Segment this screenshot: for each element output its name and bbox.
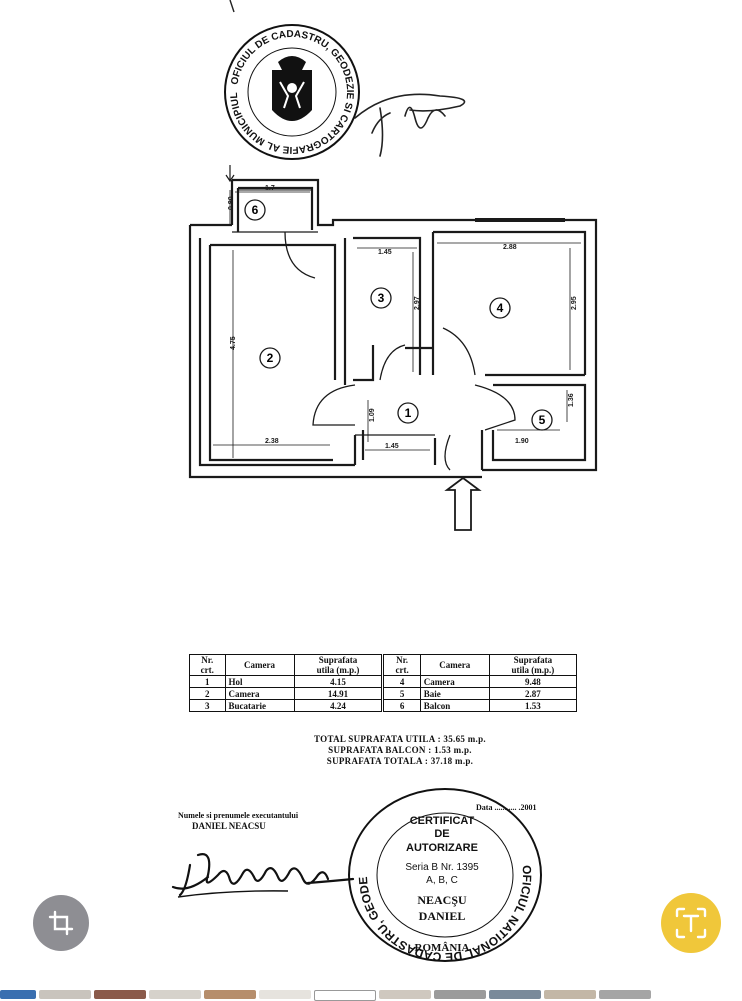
table-row: 2 Camera 14.91 5 Baie 2.87 <box>189 687 578 700</box>
thumbnail[interactable] <box>599 990 651 999</box>
dim-room3-width: 1.45 <box>378 249 392 256</box>
dim-room2-width: 2.38 <box>265 438 279 445</box>
cert-de: DE <box>434 828 450 840</box>
room-label-4: 4 <box>497 301 504 315</box>
dim-balcony-depth: 0.90 <box>228 196 235 210</box>
cert-series: Seria B Nr. 1395 <box>405 862 479 873</box>
executant-label: Numele si prenumele executantului <box>178 811 299 820</box>
crop-icon <box>48 910 74 936</box>
crop-button[interactable] <box>33 895 89 951</box>
cert-country: ROMÂNIA <box>414 942 470 954</box>
executant-name: DANIEL NEACSU <box>192 821 266 831</box>
thumbnail[interactable] <box>149 990 201 999</box>
thumbnail[interactable] <box>94 990 146 999</box>
room-label-3: 3 <box>378 291 385 305</box>
authorization-seal: OFICIUL NATIONAL DE CADASTRU, GEODEZIE S… <box>345 783 542 963</box>
thumbnail[interactable] <box>434 990 486 999</box>
dim-balcony-width: 1.7 <box>265 185 275 192</box>
balcony-area: SUPRAFATA BALCON : 1.53 m.p. <box>328 745 472 755</box>
header-nr: Nr.crt. <box>189 654 226 676</box>
signature-bottom <box>171 853 355 898</box>
dim-room2-height: 4.75 <box>230 336 237 350</box>
thumbnail[interactable] <box>204 990 256 999</box>
date-field: Data ........... .2001 <box>476 803 537 812</box>
cert-classes: A, B, C <box>426 875 458 886</box>
header-camera: Camera <box>224 654 295 676</box>
table-row: 3 Bucatarie 4.24 6 Balcon 1.53 <box>189 699 578 712</box>
dim-room4-width: 2.88 <box>503 244 517 251</box>
pen-mark-top <box>229 0 235 13</box>
text-scan-icon <box>675 907 707 939</box>
signature-top <box>354 93 466 157</box>
total-area: SUPRAFATA TOTALA : 37.18 m.p. <box>326 756 474 766</box>
dim-hall-width: 1.45 <box>385 443 399 450</box>
header-nr-2: Nr.crt. <box>381 654 421 676</box>
table-row: 1 Hol 4.15 4 Camera 9.48 <box>189 675 578 688</box>
cert-surname: NEACŞU <box>417 893 467 907</box>
thumbnail[interactable] <box>39 990 91 999</box>
live-text-button[interactable] <box>661 893 721 953</box>
dim-room3-height: 2.97 <box>414 296 421 310</box>
room-label-5: 5 <box>539 413 546 427</box>
thumbnail[interactable] <box>544 990 596 999</box>
cadastre-seal-top: OFICIUL DE CADASTRU, GEODEZIE SI CARTOGR… <box>222 22 360 160</box>
dim-room5-width: 1.90 <box>515 438 529 445</box>
thumbnail[interactable] <box>0 990 36 999</box>
thumbnail[interactable] <box>489 990 541 999</box>
thumbnail-selected[interactable] <box>314 990 376 1001</box>
cert-autorizare: AUTORIZARE <box>406 842 478 854</box>
header-camera-2: Camera <box>419 654 490 676</box>
total-useful-area: TOTAL SUPRAFATA UTILA : 35.65 m.p. <box>314 734 486 744</box>
cert-title: CERTIFICAT <box>409 815 475 827</box>
dim-room5-height: 1.36 <box>568 393 575 407</box>
cert-firstname: DANIEL <box>418 909 466 923</box>
dim-room4-height: 2.95 <box>571 296 578 310</box>
floor-plan: 6 2 3 4 1 5 1.7 0.90 4.75 2.38 1.45 2.97… <box>188 165 598 531</box>
thumbnail[interactable] <box>259 990 311 999</box>
thumbnail[interactable] <box>379 990 431 999</box>
room-label-6: 6 <box>252 203 259 217</box>
room-label-2: 2 <box>267 351 274 365</box>
dim-hall-height: 1.09 <box>369 408 376 422</box>
room-label-1: 1 <box>405 406 412 420</box>
thumbnail-strip[interactable] <box>0 990 742 1001</box>
